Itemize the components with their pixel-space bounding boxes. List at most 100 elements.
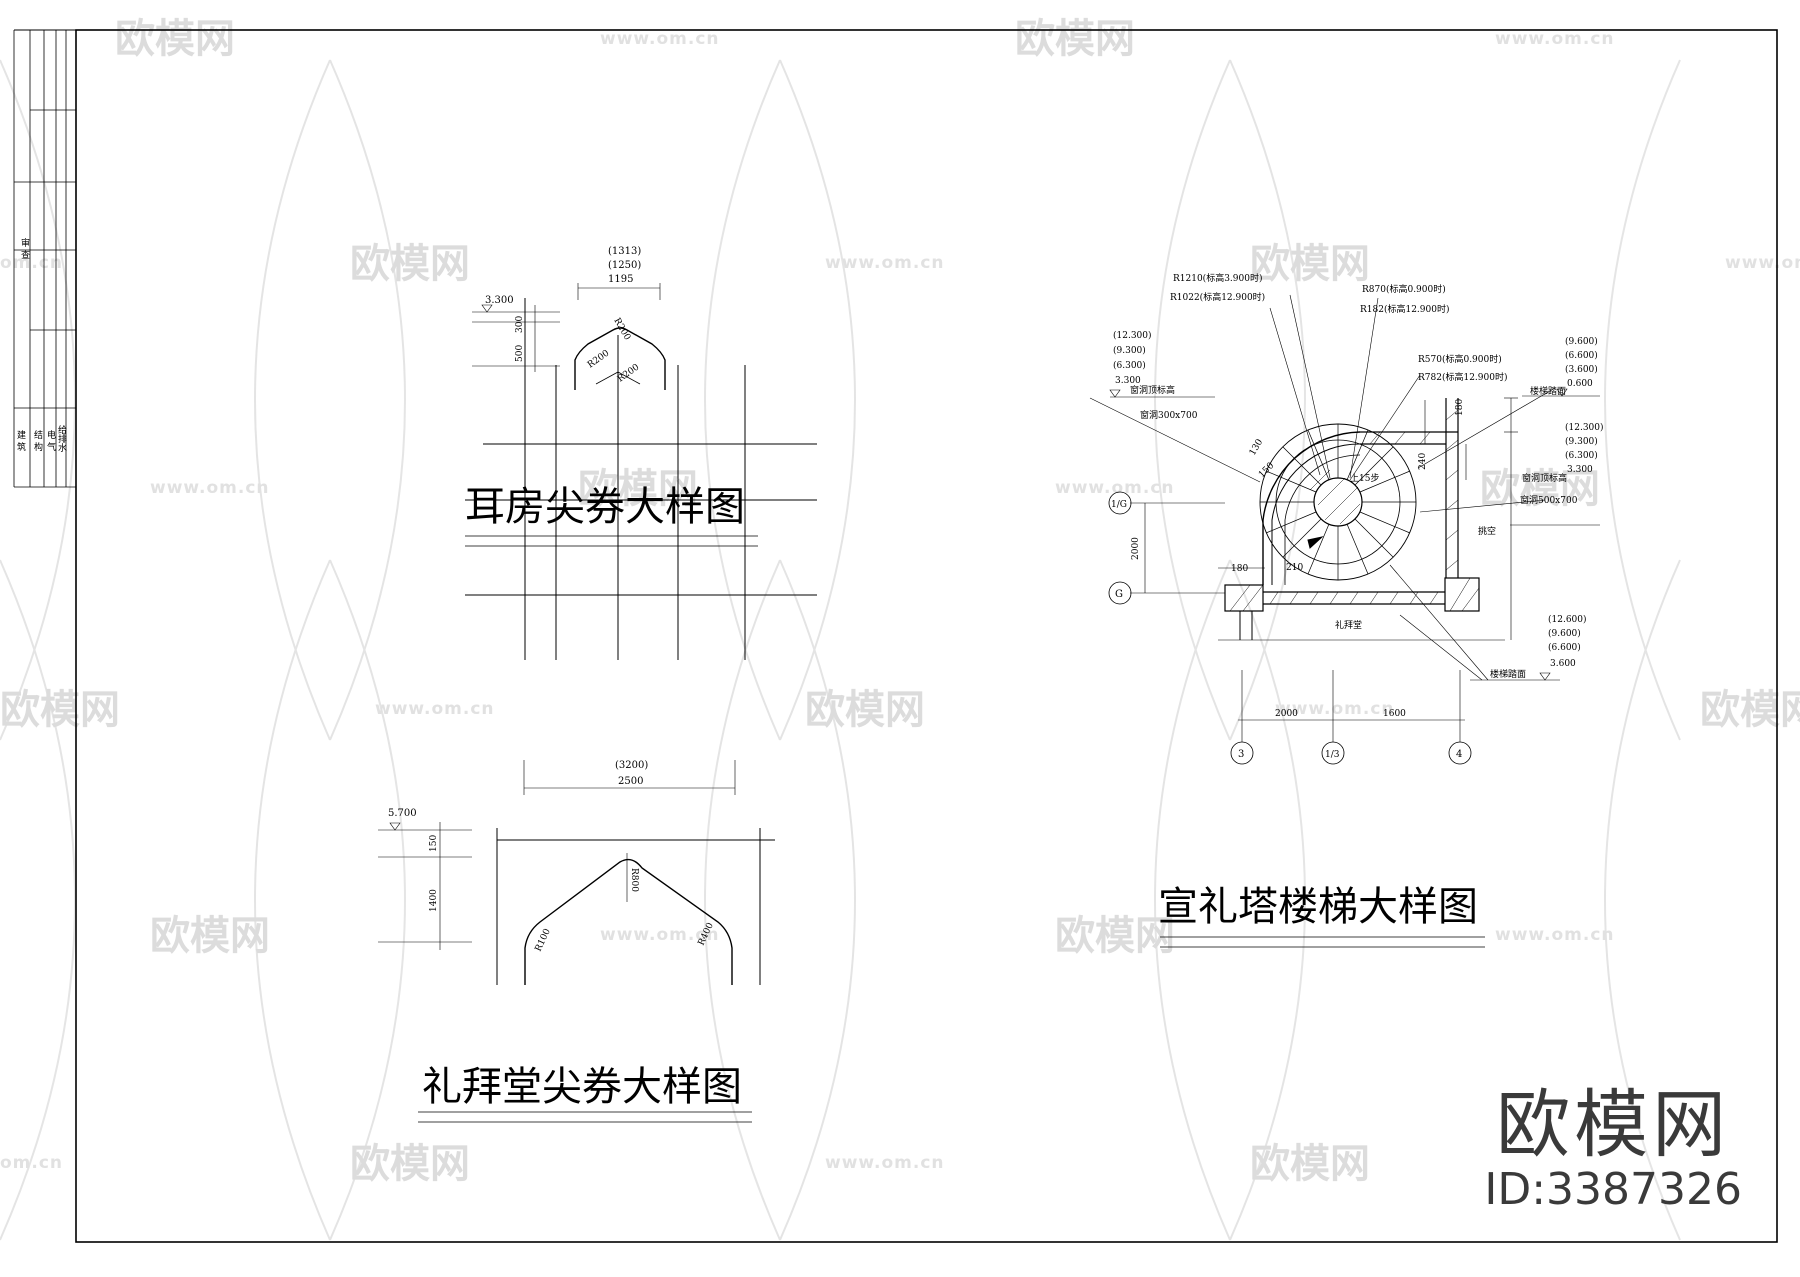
dim-label: 150 [429,835,439,852]
watermark-brand: 欧模网 [0,687,120,733]
drawing-title: 耳房尖券大样图 [465,484,745,530]
dim-label: 240 [1418,453,1428,470]
drawing-1-ear-room-arch [465,283,817,660]
title-block-label: 结 构 [32,429,43,452]
note-label: 楼梯踏面 [1530,385,1566,397]
axis-label: 3 [1238,749,1244,760]
watermark-url: www.om.cn [825,253,945,273]
level-label: 3.300 [1115,376,1141,386]
level-label: (3.600) [1565,364,1598,375]
dim-label: 500 [515,345,525,362]
level-label: (9.300) [1113,345,1146,356]
radius-note: R1022(标高12.900时) [1170,291,1265,303]
title-block-label: 电 气 [45,429,56,451]
level-label: (9.600) [1565,336,1598,347]
watermark-url: www.om.cn [825,1153,945,1173]
level-label: 3.300 [485,295,514,306]
watermark-brand: 欧模网 [350,241,470,287]
watermark-brand: 欧模网 [115,16,235,62]
title-block-labels: 审 查 建 筑 结 构 电 气 给排水 [15,237,67,452]
dim-label: 1400 [429,889,439,912]
dim-label: 1600 [1383,709,1406,719]
radius-note: R870(标高0.900时) [1362,283,1446,295]
watermark-brand: 欧模网 [1250,1141,1370,1187]
radius-label: R200 [586,348,612,370]
watermark-brand: 欧模网 [1250,241,1370,287]
level-label: (12.600) [1548,614,1587,625]
radius-note: R182(标高12.900时) [1360,303,1449,315]
drawing-2-prayer-hall-arch [378,760,775,1123]
watermark-url: om.cn [0,1153,63,1173]
dim-label: (1250) [608,260,641,271]
dim-label: 1195 [608,274,633,285]
watermark-brand: 欧模网 [1055,913,1175,959]
dim-label: 2500 [618,776,643,787]
level-label: (12.300) [1113,330,1152,341]
axis-label: 1/G [1111,500,1127,510]
watermark-url: www.om.cn [1055,478,1175,498]
radius-note: R782(标高12.900时) [1418,371,1507,383]
note-label: 楼梯踏面 [1490,668,1526,680]
title-block [13,30,76,488]
level-label: (9.300) [1565,436,1598,447]
watermark-url: om.cn [0,253,63,273]
level-label: (12.300) [1565,422,1604,433]
room-label: 挑空 [1478,525,1496,537]
dim-label: 180 [1455,399,1465,416]
watermark-layer: 欧模网 www.om.cn 欧模网 www.om.cn om.cn 欧模网 ww… [0,16,1800,1241]
dim-label: (1313) [608,246,641,257]
title-block-label: 审 查 [19,237,30,259]
watermark-url: www.om.cn [375,699,495,719]
level-label: 3.600 [1550,659,1576,669]
dim-label: 210 [1286,563,1303,573]
watermark-url: www.om.cn [150,478,270,498]
dim-label: 300 [515,316,525,333]
model-id: ID:3387326 [1484,1164,1742,1215]
drawing-title: 宣礼塔楼梯大样图 [1158,884,1478,930]
watermark-url: www.om.cn [600,29,720,49]
watermark-url: www.om.cn [1495,29,1615,49]
radius-label: R800 [629,868,639,892]
title-block-label: 给排水 [56,424,67,452]
drawing-3-minaret-stair [1089,294,1600,948]
brand-logo: 欧模网 ID:3387326 [1484,1085,1742,1215]
axis-label: 1/3 [1325,750,1340,760]
watermark-url: www.om.cn [1275,699,1395,719]
drawing-title: 礼拜堂尖券大样图 [422,1064,742,1110]
level-label: (9.600) [1548,628,1581,639]
radius-note: R1210(标高3.900时) [1173,272,1262,284]
watermark-brand: 欧模网 [150,913,270,959]
level-label: 5.700 [388,808,417,819]
radius-label: R200 [616,362,642,384]
level-label: (6.300) [1113,360,1146,371]
watermark-url: www.om.cn [1725,253,1800,273]
level-label: (6.600) [1548,642,1581,653]
drawing-1-texts: (1313) (1250) 1195 3.300 300 500 R200 R2… [465,246,745,530]
room-label: 礼拜堂 [1335,619,1362,631]
level-label: (6.600) [1565,350,1598,361]
brand-name: 欧模网 [1496,1082,1731,1168]
watermark-brand: 欧模网 [1015,16,1135,62]
stair-label: 上15步 [1350,473,1379,484]
level-label: 0.600 [1567,379,1593,389]
dim-label: 2000 [1275,709,1298,719]
axis-label: G [1115,589,1123,600]
dim-label: 180 [1231,564,1248,574]
watermark-url: www.om.cn [1495,925,1615,945]
level-label: (6.300) [1565,450,1598,461]
note-label: 窗洞顶标高 [1130,384,1175,396]
radius-note: R570(标高0.900时) [1418,353,1502,365]
radius-label: R100 [534,927,553,953]
note-label: 窗洞300x700 [1140,409,1198,421]
axis-label: 4 [1456,749,1462,760]
title-block-label: 建 筑 [15,429,26,452]
watermark-brand: 欧模网 [350,1141,470,1187]
watermark-brand: 欧模网 [805,687,925,733]
drawing-3-texts: R1210(标高3.900时) R1022(标高12.900时) R870(标高… [1111,272,1604,930]
dim-label: (3200) [615,760,648,771]
dim-label: 2000 [1131,537,1141,560]
level-label: 3.300 [1567,465,1593,475]
note-label: 窗洞500x700 [1520,494,1578,506]
